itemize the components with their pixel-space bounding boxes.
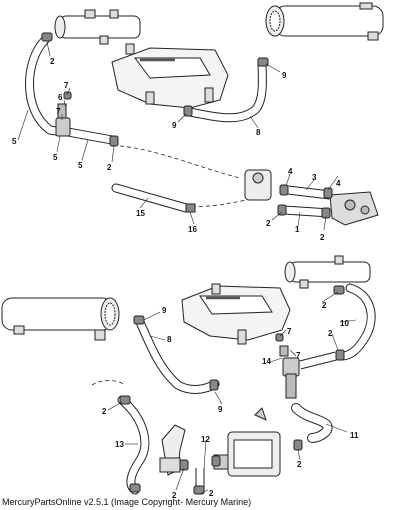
- callout-5: 5: [12, 137, 17, 146]
- hose-clamps-bottom: [119, 285, 345, 495]
- callout-9: 9: [282, 71, 287, 80]
- callout-16: 16: [188, 225, 197, 234]
- callout-4: 4: [288, 167, 293, 176]
- callout-1: 1: [295, 225, 300, 234]
- callout-7: 7: [64, 81, 69, 90]
- callout-12: 12: [201, 435, 210, 444]
- callout-6: 6: [58, 93, 63, 102]
- callout-14: 14: [262, 357, 271, 366]
- callout-9: 9: [162, 306, 167, 315]
- callout-9: 9: [172, 121, 177, 130]
- callout-2: 2: [297, 460, 302, 469]
- callout-7: 7: [287, 327, 292, 336]
- leader-dashed-top: [119, 145, 241, 179]
- pump-assembly-bottom: [213, 407, 281, 477]
- hose-clamps-right: [277, 184, 333, 219]
- pump-assembly-top: [244, 169, 379, 226]
- callout-15: 15: [136, 209, 145, 218]
- callout-2: 2: [209, 489, 214, 498]
- manifold-top: [111, 43, 229, 109]
- callout-4: 4: [336, 179, 341, 188]
- callout-7: 7: [56, 107, 61, 116]
- tee-fitting-top: [55, 103, 71, 137]
- callout-5: 5: [53, 153, 58, 162]
- callout-5: 5: [78, 161, 83, 170]
- callout-2: 2: [322, 301, 327, 310]
- heat-exchanger-large-top: [265, 2, 384, 41]
- manifold-bottom: [181, 283, 291, 345]
- callout-10: 10: [340, 319, 349, 328]
- heat-exchanger-small-bottom: [284, 255, 371, 289]
- callout-2: 2: [50, 57, 55, 66]
- leader-lines-bottom: [107, 291, 357, 495]
- callout-2: 2: [328, 329, 333, 338]
- leader-lines-top: [17, 41, 339, 231]
- callout-3: 3: [312, 173, 317, 182]
- callout-8: 8: [256, 128, 261, 137]
- callout-11: 11: [350, 431, 359, 440]
- hose-clamps-top: [41, 32, 269, 147]
- callout-2: 2: [107, 163, 112, 172]
- hose-3: [287, 185, 331, 200]
- bracket-assembly-bottom: [159, 424, 186, 476]
- callout-9: 9: [218, 405, 223, 414]
- callout-2: 2: [102, 407, 107, 416]
- callout-2: 2: [320, 233, 325, 242]
- callout-7: 7: [296, 351, 301, 360]
- hose-15: [111, 183, 191, 213]
- heat-exchanger-large-bottom: [1, 297, 120, 341]
- callout-13: 13: [115, 440, 124, 449]
- image-caption: MercuryPartsOnline v2.5.1 (Image Copyrig…: [2, 497, 252, 507]
- tee-fitting-bottom: [279, 345, 300, 399]
- callout-8: 8: [167, 335, 172, 344]
- callout-2: 2: [266, 219, 271, 228]
- heat-exchanger-small-top: [54, 9, 141, 45]
- callout-2: 2: [172, 491, 177, 500]
- clamp-16: [185, 203, 196, 213]
